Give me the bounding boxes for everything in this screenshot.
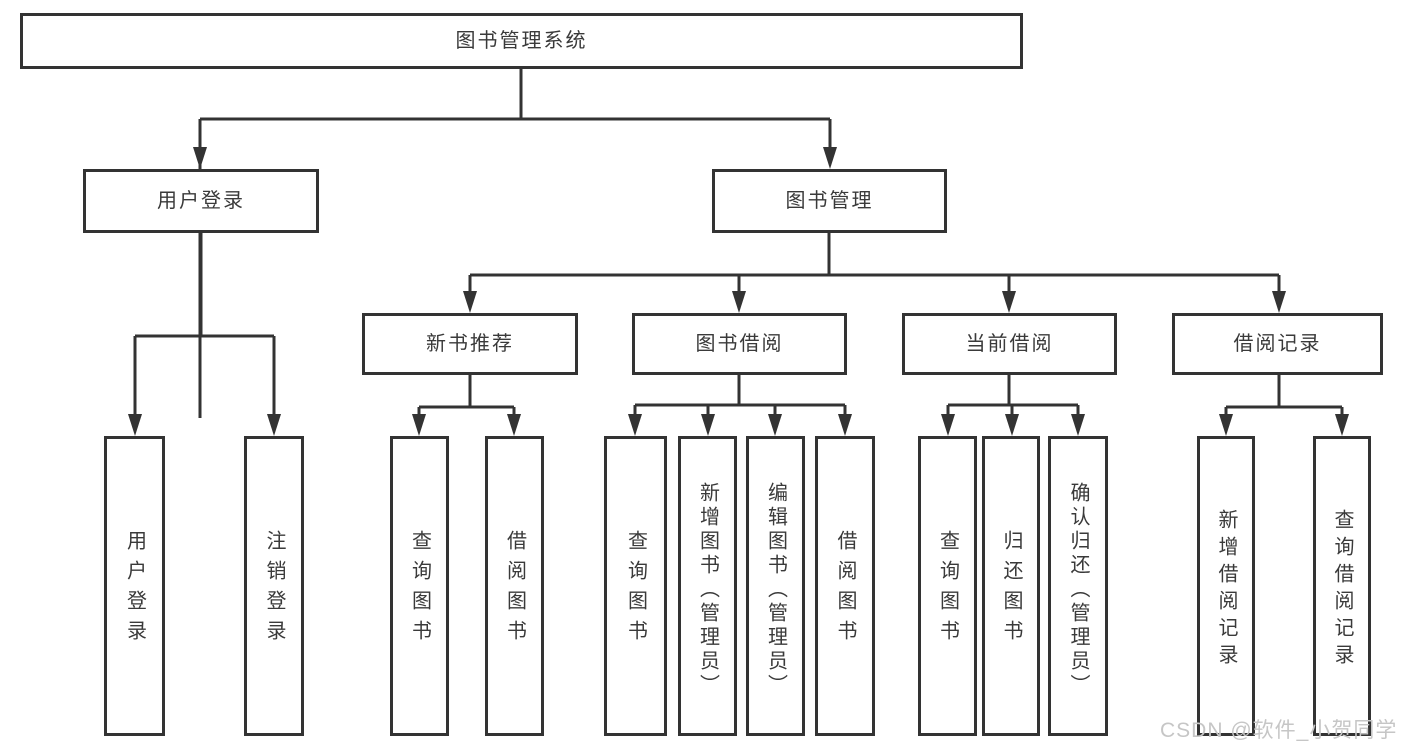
node-borrowing-records: 借阅记录 (1172, 313, 1383, 375)
leaf-borrow-books-borrowing: 借阅图书 (815, 436, 875, 736)
node-book-borrowing: 图书借阅 (632, 313, 847, 375)
leaf-add-borrow-record: 新增借阅记录 (1197, 436, 1255, 736)
leaf-edit-book-admin: 编辑图书（管理员） (746, 436, 805, 736)
leaf-query-books-borrowing: 查询图书 (604, 436, 667, 736)
node-user-login: 用户登录 (83, 169, 319, 233)
leaf-add-book-admin: 新增图书（管理员） (678, 436, 737, 736)
leaf-query-books-recommend: 查询图书 (390, 436, 449, 736)
leaf-return-books: 归还图书 (982, 436, 1040, 736)
leaf-borrow-books-recommend: 借阅图书 (485, 436, 544, 736)
node-current-borrowing: 当前借阅 (902, 313, 1117, 375)
leaf-query-books-current: 查询图书 (918, 436, 977, 736)
leaf-confirm-return-admin: 确认归还（管理员） (1048, 436, 1108, 736)
node-library-management-system: 图书管理系统 (20, 13, 1023, 69)
arrowheads (128, 147, 1349, 436)
node-book-management: 图书管理 (712, 169, 947, 233)
leaf-query-borrow-record: 查询借阅记录 (1313, 436, 1371, 736)
csdn-watermark: CSDN @软件_小贺同学 (1160, 719, 1398, 742)
leaf-logout: 注销登录 (244, 436, 304, 736)
leaf-user-login: 用户登录 (104, 436, 165, 736)
node-new-book-recommendation: 新书推荐 (362, 313, 578, 375)
